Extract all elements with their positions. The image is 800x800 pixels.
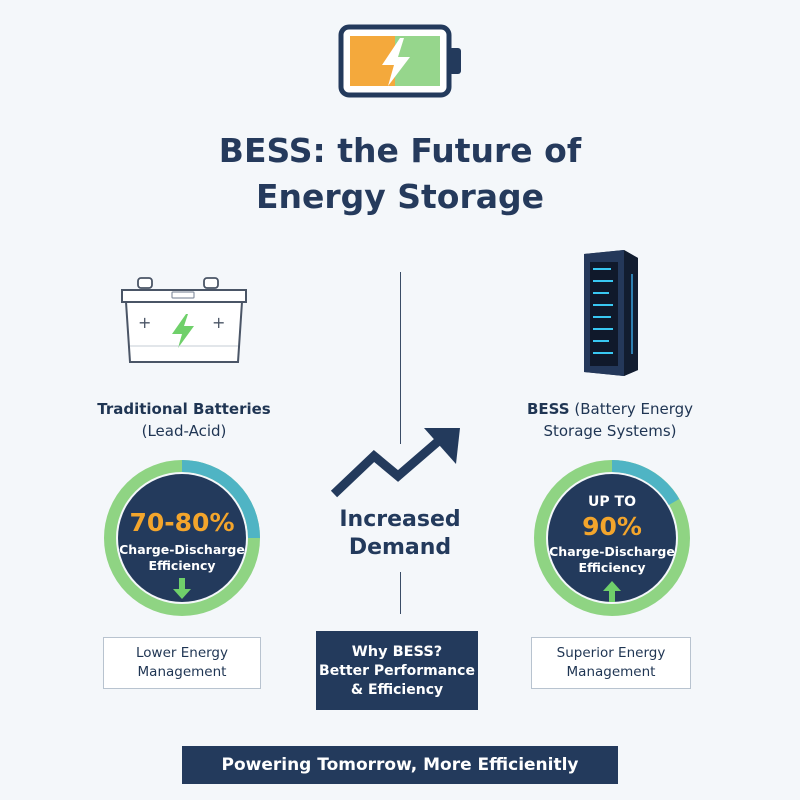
increased-demand-label: Increased Demand <box>339 507 461 560</box>
right-upto-label: UP TO <box>588 494 636 510</box>
right-efficiency-gauge: UP TO 90% Charge-Discharge Efficiency <box>534 460 690 616</box>
left-label: Traditional Batteries (Lead-Acid) <box>97 400 271 440</box>
right-label: BESS (Battery Energy Storage Systems) <box>526 400 694 440</box>
battery-charging-icon <box>338 24 461 98</box>
up-arrow-icon <box>603 581 621 602</box>
center-divider-bottom <box>400 572 401 614</box>
trend-up-arrow-icon <box>330 428 460 498</box>
right-efficiency-value: 90% <box>582 512 642 541</box>
car-battery-icon: + + <box>121 277 247 363</box>
left-efficiency-value: 70-80% <box>129 508 235 537</box>
left-efficiency-caption: Charge-Discharge Efficiency <box>119 542 245 573</box>
svg-text:+: + <box>212 313 225 332</box>
why-bess-box: Why BESS? Better Performance & Efficienc… <box>316 631 478 710</box>
svg-text:+: + <box>138 313 151 332</box>
center-divider-top <box>400 272 401 444</box>
page-title: BESS: the Future of Energy Storage <box>218 131 582 216</box>
down-arrow-icon <box>173 578 191 599</box>
left-note: Lower Energy Management <box>103 637 261 689</box>
left-efficiency-gauge: 70-80% Charge-Discharge Efficiency <box>104 460 260 616</box>
right-note: Superior Energy Management <box>531 637 691 689</box>
right-efficiency-caption: Charge-Discharge Efficiency <box>549 544 675 575</box>
footer-banner: Powering Tomorrow, More Efficienitly <box>182 746 618 784</box>
server-rack-icon <box>584 250 638 376</box>
